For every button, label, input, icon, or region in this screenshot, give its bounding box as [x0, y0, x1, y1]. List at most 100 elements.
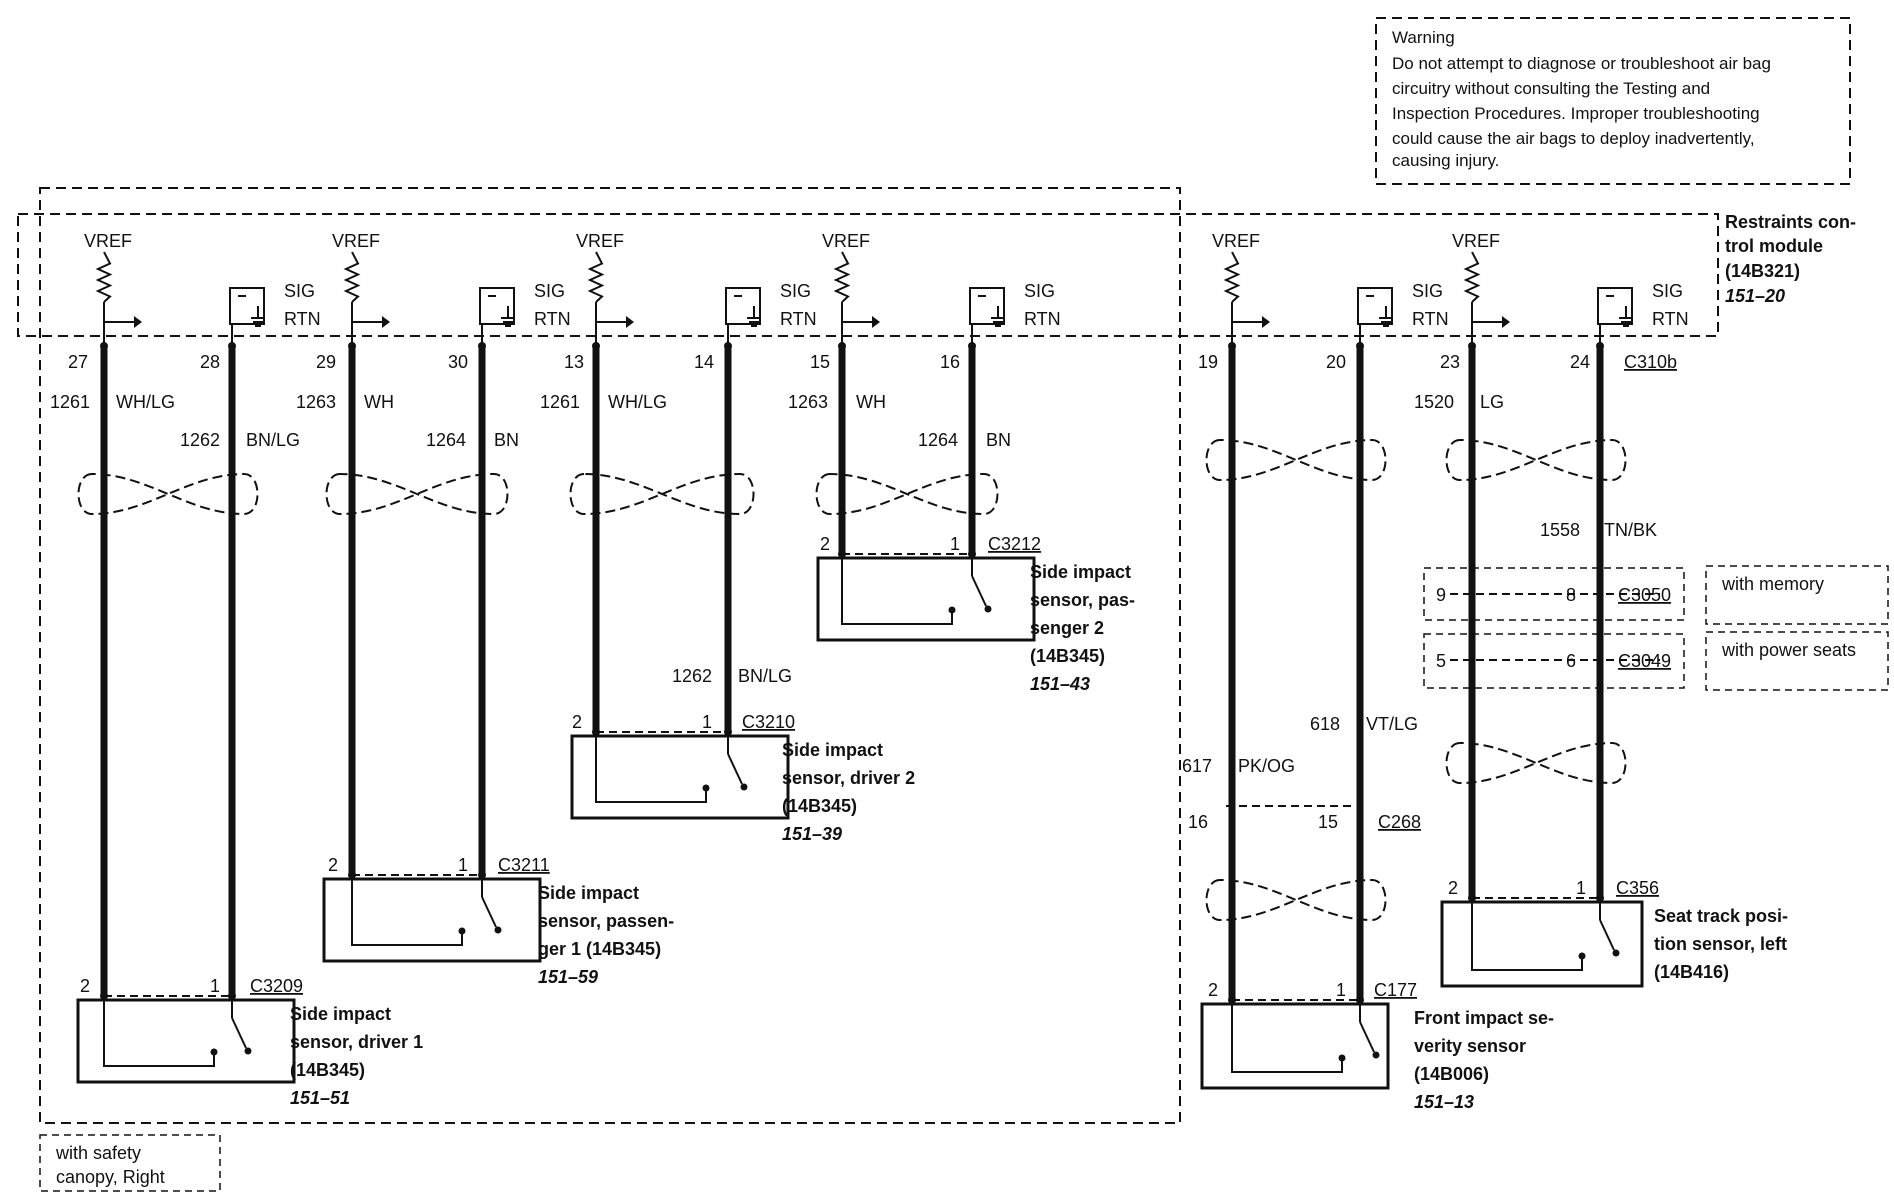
sig-label: SIG: [284, 281, 315, 301]
arrow-symbol: [1262, 316, 1270, 328]
switch-blade: [231, 1017, 247, 1049]
warning-line: circuitry without consulting the Testing…: [1392, 79, 1710, 98]
connector-c3050-note: with memory: [1705, 565, 1889, 625]
circuit-number: 1261: [50, 392, 90, 412]
vref-label: VREF: [822, 231, 870, 251]
twisted-pair-symbol: [1445, 741, 1627, 785]
resistor-symbol: [833, 251, 851, 303]
sensor-name-line: verity sensor: [1414, 1036, 1526, 1056]
circuit-number: 1263: [788, 392, 828, 412]
pin-node: [968, 550, 976, 558]
sensor-name-line: sensor, passen-: [538, 911, 674, 931]
wire-color: WH: [856, 392, 886, 412]
wire-color: WH: [364, 392, 394, 412]
sensor-name-line: senger 2: [1030, 618, 1104, 638]
twist-loop: [77, 472, 259, 516]
sig-box: [479, 287, 515, 325]
module-part-number: (14B321): [1725, 261, 1800, 281]
circuit-number: 1262: [672, 666, 712, 686]
arrow-symbol: [1502, 316, 1510, 328]
pin-number: 14: [694, 352, 714, 372]
rtn-label: RTN: [1652, 309, 1689, 329]
resistor-symbol: [1223, 251, 1241, 303]
switch-contact: [1338, 1054, 1346, 1062]
switch-blade: [971, 575, 987, 607]
wire-color: WH/LG: [608, 392, 667, 412]
twisted-pair-symbol: [569, 472, 755, 516]
sensor-name-line: (14B345): [290, 1060, 365, 1080]
connector-c3049-note: with power seats: [1705, 631, 1889, 691]
canopy-note-line: canopy, Right: [56, 1167, 165, 1187]
resistor-symbol: [95, 251, 113, 303]
pin-node: [478, 871, 486, 879]
sensor-connector: C177: [1374, 980, 1417, 1000]
sensor-name-line: Side impact: [290, 1004, 391, 1024]
pin-number: 19: [1198, 352, 1218, 372]
wire-color: PK/OG: [1238, 756, 1295, 776]
sensor-name-line: (14B345): [782, 796, 857, 816]
sensor-trace: [103, 1000, 215, 1067]
pin-number: 28: [200, 352, 220, 372]
option-note: with power seats: [1721, 640, 1856, 660]
circuit-number: 1262: [180, 430, 220, 450]
sensor-name-line: Side impact: [538, 883, 639, 903]
twist-loop: [569, 472, 755, 516]
arrow-symbol: [382, 316, 390, 328]
warning-line: Inspection Procedures. Improper troubles…: [1392, 104, 1760, 123]
pin-number: 9: [1436, 585, 1446, 605]
sensor-pin: 1: [1576, 878, 1586, 898]
sig-box: [229, 287, 265, 325]
pin-node: [228, 992, 236, 1000]
switch-contact: [984, 605, 992, 613]
resistor-symbol: [587, 251, 605, 303]
sensor-name-line: (14B006): [1414, 1064, 1489, 1084]
sensor-connector: C3210: [742, 712, 795, 732]
pin-number: 24: [1570, 352, 1590, 372]
sensor-ref: 151–13: [1414, 1092, 1474, 1112]
sensor-pin: 2: [1448, 878, 1458, 898]
sensor-name-line: tion sensor, left: [1654, 934, 1787, 954]
pin-node: [1468, 894, 1476, 902]
vref-label: VREF: [576, 231, 624, 251]
arrow-symbol: [626, 316, 634, 328]
pin-number: 16: [1188, 812, 1208, 832]
pin-node: [1228, 996, 1236, 1004]
switch-blade: [727, 753, 743, 785]
pin-number: 5: [1436, 651, 1446, 671]
switch-contact: [458, 927, 466, 935]
connector-c3049: 5 6 C3049: [1423, 633, 1685, 689]
connector-name: C3049: [1618, 651, 1671, 671]
sensor-pin: 1: [702, 712, 712, 732]
vref-label: VREF: [332, 231, 380, 251]
sensor-name-line: Side impact: [1030, 562, 1131, 582]
sensor-name-line: sensor, driver 2: [782, 768, 915, 788]
circuit-number: 1264: [426, 430, 466, 450]
circuit-number: 618: [1310, 714, 1340, 734]
vref-label: VREF: [84, 231, 132, 251]
warning-box: Warning Do not attempt to diagnose or tr…: [1375, 17, 1851, 185]
sensor-name-line: Side impact: [782, 740, 883, 760]
resistor-symbol: [343, 251, 361, 303]
twist-loop: [1205, 438, 1387, 482]
twisted-pair-symbol: [815, 472, 999, 516]
switch-contact: [1578, 952, 1586, 960]
warning-line: could cause the air bags to deploy inadv…: [1392, 129, 1755, 148]
sensor-symbol: [816, 550, 1036, 642]
warning-title: Warning: [1392, 28, 1455, 47]
sensor-name-line: (14B416): [1654, 962, 1729, 982]
circuit-number: 1558: [1540, 520, 1580, 540]
pin-number: 15: [810, 352, 830, 372]
pin-number: 15: [1318, 812, 1338, 832]
sensor-connector: C356: [1616, 878, 1659, 898]
switch-contact: [244, 1047, 252, 1055]
arrow-symbol: [134, 316, 142, 328]
module-name-line: trol module: [1725, 236, 1823, 256]
vref-label: VREF: [1212, 231, 1260, 251]
sig-label: SIG: [1024, 281, 1055, 301]
sig-box: [1597, 287, 1633, 325]
sig-box: [725, 287, 761, 325]
sensor-pin: 1: [950, 534, 960, 554]
pin-node: [1356, 996, 1364, 1004]
circuit-number: 617: [1182, 756, 1212, 776]
